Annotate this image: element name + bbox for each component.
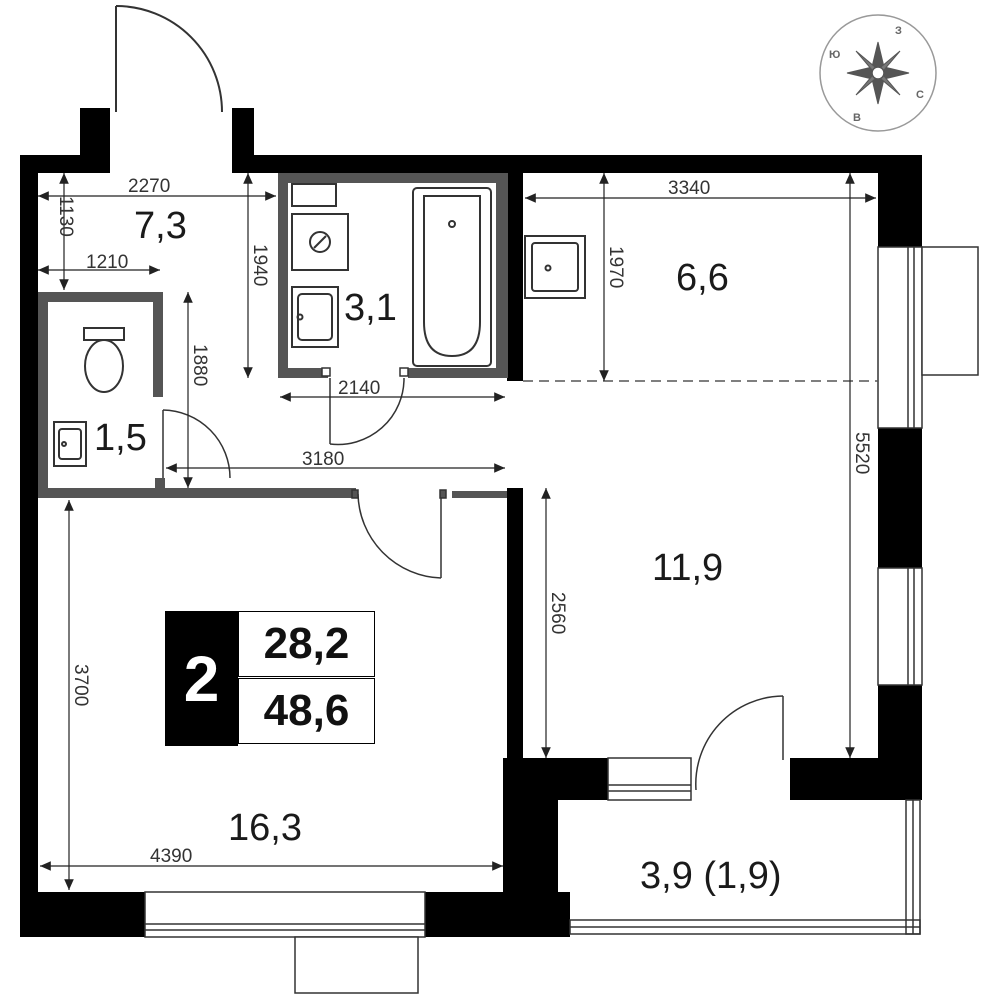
dim-3340: 3340: [668, 178, 710, 199]
washing-machine: [291, 213, 349, 271]
compass-label-south: В: [853, 112, 861, 124]
compass-label-east: С: [916, 89, 924, 101]
room-count-badge: 2: [165, 611, 238, 746]
compass: З С В Ю: [819, 14, 937, 132]
room-area-loggia: 3,9 (1,9): [640, 855, 782, 897]
compass-rose-icon: [846, 41, 910, 105]
dimension-lines: [38, 173, 876, 890]
room-labels: 7,3 3,1 6,6 1,5 11,9 16,3 3,9 (1,9): [94, 205, 782, 897]
partitions: [38, 173, 508, 498]
dim-2270: 2270: [128, 176, 170, 197]
bathtub: [412, 187, 492, 367]
dim-1880: 1880: [189, 344, 210, 386]
kitchen-sink: [524, 235, 586, 299]
compass-label-west: Ю: [829, 49, 840, 61]
compass-label-north: З: [895, 25, 902, 37]
dim-2560: 2560: [547, 592, 568, 634]
living-area-value: 28,2: [238, 611, 375, 677]
dim-4390: 4390: [150, 846, 192, 867]
dimension-labels: 2270 1130 1210 1940 1880 2140 3180 3340 …: [55, 176, 872, 867]
shelf: [291, 183, 337, 207]
room-area-kitchen-niche: 6,6: [676, 257, 729, 299]
dim-3180: 3180: [302, 449, 344, 470]
room-area-living-kitchen: 11,9: [652, 547, 723, 589]
room-area-wc: 1,5: [94, 417, 147, 459]
exterior-walls: [20, 108, 922, 937]
entrance-door: [115, 5, 223, 113]
total-area-value: 48,6: [238, 678, 375, 744]
dim-1940: 1940: [249, 244, 270, 286]
room-area-bedroom: 16,3: [228, 807, 302, 849]
apartment-summary: 2 28,2 48,6: [165, 611, 377, 746]
dim-1210: 1210: [86, 252, 128, 273]
room-area-hall: 7,3: [134, 205, 187, 247]
dim-1130: 1130: [55, 196, 76, 237]
bathroom-sink: [291, 286, 339, 348]
wc-sink: [53, 421, 87, 467]
dim-3700: 3700: [70, 664, 91, 706]
room-area-bathroom: 3,1: [344, 287, 397, 329]
dim-2140: 2140: [338, 378, 380, 399]
dim-1970: 1970: [605, 246, 626, 288]
interior-doors: [162, 367, 784, 791]
loggia-frame: [569, 799, 921, 935]
toilet: [83, 327, 125, 393]
windows: [144, 246, 979, 994]
dim-5520: 5520: [851, 432, 872, 474]
